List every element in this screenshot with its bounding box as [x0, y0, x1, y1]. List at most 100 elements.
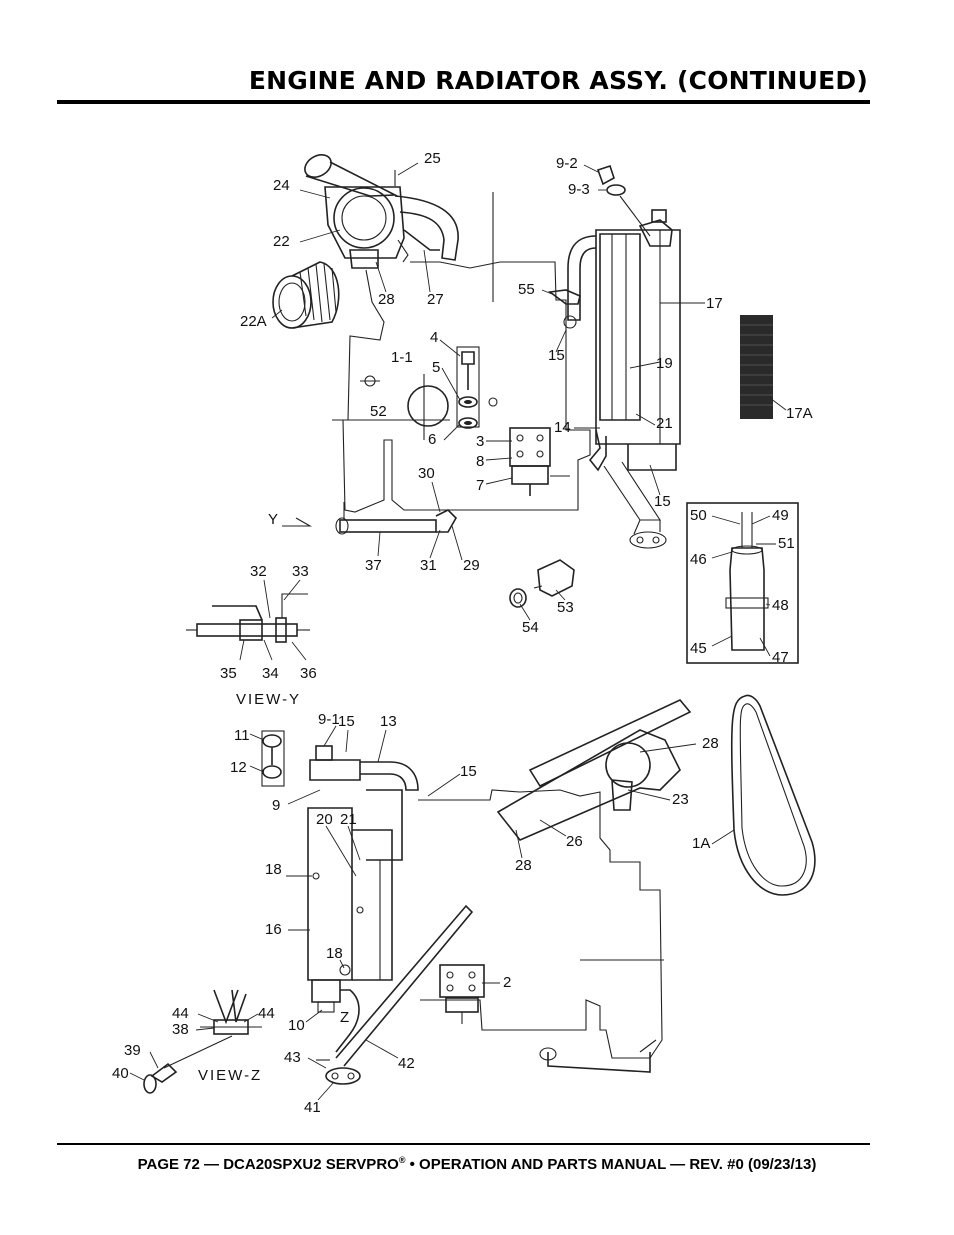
part-label: 31 [420, 557, 437, 574]
footer-text-after: • OPERATION AND PARTS MANUAL — REV. #0 (… [405, 1156, 817, 1173]
part-label: 24 [273, 177, 290, 194]
engine-block-lower [418, 789, 664, 1059]
radiator-screen-17a [740, 315, 773, 419]
radiator-screen-hatch [740, 324, 773, 406]
part-label: 22A [240, 313, 267, 330]
air-cleaner-assembly [304, 154, 459, 269]
part-label: 17A [786, 405, 813, 422]
part-label: 4 [430, 329, 438, 346]
part-label: 10 [288, 1017, 305, 1034]
page-title: ENGINE AND RADIATOR ASSY. (CONTINUED) [248, 66, 868, 95]
part-label: 27 [427, 291, 444, 308]
part-label: 45 [690, 640, 707, 657]
part-label: 6 [428, 431, 436, 448]
engine-mount-bracket [509, 427, 570, 496]
part-label: 44 [258, 1005, 275, 1022]
part-label: 19 [656, 355, 673, 372]
v-belt-1a [730, 694, 816, 896]
part-label: 9 [272, 797, 280, 814]
view-y-caption: VIEW-Y [236, 691, 301, 708]
part-label: 28 [378, 291, 395, 308]
page-footer: PAGE 72 — DCA20SPXU2 SERVPRO® • OPERATIO… [0, 1155, 954, 1173]
part-label: 37 [365, 557, 382, 574]
view-z-caption: VIEW-Z [198, 1067, 262, 1084]
part-label: 32 [250, 563, 267, 580]
part-label: 52 [370, 403, 387, 420]
part-label: 47 [772, 649, 789, 666]
part-label: 49 [772, 507, 789, 524]
part-label: 26 [566, 833, 583, 850]
part-label: 41 [304, 1099, 321, 1116]
radiator-assembly-upper [547, 164, 681, 549]
part-label: 48 [772, 597, 789, 614]
part-label: 18 [265, 861, 282, 878]
view-marker-y: Y [268, 511, 278, 528]
part-label: 11 [234, 727, 250, 744]
part-label: 20 [316, 811, 333, 828]
leader-lines [129, 162, 787, 1101]
part-label: 9-2 [556, 155, 578, 172]
part-label: 35 [220, 665, 237, 682]
air-filter-element [272, 261, 340, 329]
part-label: 12 [230, 759, 247, 776]
part-label: 13 [380, 713, 397, 730]
drain-pipe-y [282, 502, 457, 535]
part-label: 8 [476, 453, 484, 470]
part-label: 21 [656, 415, 673, 432]
part-label: 15 [338, 713, 355, 730]
part-label: 16 [265, 921, 282, 938]
view-marker-z: Z [340, 1009, 349, 1026]
part-label: 23 [672, 791, 689, 808]
part-label: 21 [340, 811, 357, 828]
part-label: 30 [418, 465, 435, 482]
part-label: 28 [702, 735, 719, 752]
drain-cock-view-z [143, 989, 262, 1094]
drain-valve-view-y [186, 593, 310, 643]
part-label: 1A [692, 835, 710, 852]
drain-hose-42 [316, 904, 474, 1085]
part-label: 46 [690, 551, 707, 568]
part-label: 2 [503, 974, 511, 991]
part-label: 22 [273, 233, 290, 250]
part-label: 17 [706, 295, 723, 312]
part-label: 39 [124, 1042, 141, 1059]
part-label: 54 [522, 619, 539, 636]
part-label: 25 [424, 150, 441, 167]
part-label: 29 [463, 557, 480, 574]
header-rule [57, 100, 870, 104]
part-label: 15 [654, 493, 671, 510]
reserve-tank-box [686, 502, 799, 664]
part-label: 34 [262, 665, 279, 682]
part-label: 42 [398, 1055, 415, 1072]
part-label: 18 [326, 945, 343, 962]
part-label: 14 [554, 419, 571, 436]
mount-bolt-set [456, 346, 480, 429]
part-label: 44 [172, 1005, 189, 1022]
radiator-assembly-lower [261, 730, 419, 1013]
oil-pressure-switch [509, 559, 575, 608]
part-label: 40 [112, 1065, 129, 1082]
part-label: 33 [292, 563, 309, 580]
part-label: 28 [515, 857, 532, 874]
footer-text-before: PAGE 72 — DCA20SPXU2 SERVPRO [137, 1156, 399, 1173]
intake-pipe-lower [496, 699, 692, 841]
part-label: 43 [284, 1049, 301, 1066]
part-label: 50 [690, 507, 707, 524]
part-label: 55 [518, 281, 535, 298]
part-label: 53 [557, 599, 574, 616]
part-label: 7 [476, 477, 484, 494]
part-label: 5 [432, 359, 440, 376]
part-label: 51 [778, 535, 795, 552]
hose-lower-right [539, 1039, 657, 1073]
footer-rule [57, 1143, 870, 1145]
part-label: 15 [460, 763, 477, 780]
part-label: 3 [476, 433, 484, 450]
registered-mark: ® [398, 1155, 406, 1165]
part-label: 38 [172, 1021, 189, 1038]
part-label: 9-3 [568, 181, 590, 198]
part-label: 15 [548, 347, 565, 364]
engine-block-upper [332, 192, 591, 513]
part-label: 9-1 [318, 711, 340, 728]
part-label: 1-1 [391, 349, 413, 366]
